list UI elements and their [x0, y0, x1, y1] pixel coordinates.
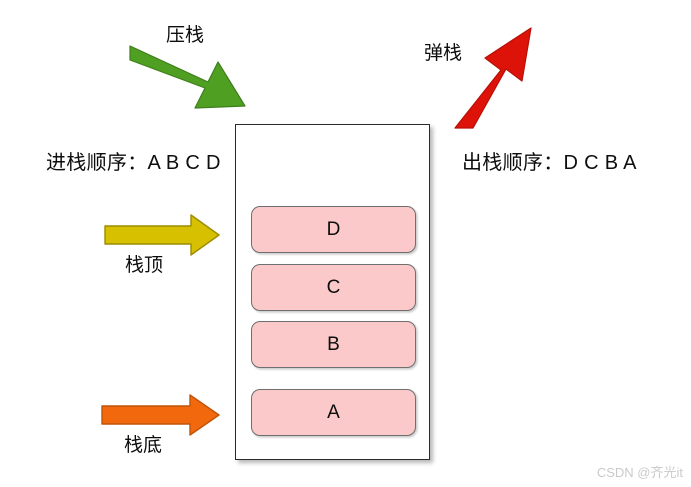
stack-cell-label: A: [327, 402, 340, 423]
pop-arrow-label: 弹栈: [424, 43, 463, 64]
stack-cell: C: [251, 264, 416, 311]
stack-cell-label: B: [327, 334, 340, 355]
stack-top-label: 栈顶: [125, 255, 164, 276]
stack-top-arrow-icon: [104, 214, 220, 256]
pop-arrow-icon: [454, 27, 532, 129]
stack-bottom-label: 栈底: [124, 435, 163, 456]
pop-order-text: 出栈顺序：D C B A: [462, 152, 637, 174]
stack-cell-label: D: [326, 219, 341, 240]
push-arrow-label: 压栈: [166, 25, 205, 46]
csdn-watermark: CSDN @齐光it: [596, 465, 683, 480]
push-arrow-icon: [129, 45, 246, 109]
stack-bottom-arrow-icon: [101, 394, 220, 436]
push-order-text: 进栈顺序：A B C D: [46, 152, 221, 174]
stack-cell: B: [251, 321, 416, 368]
stack-container: D C B A: [235, 124, 430, 460]
stack-cell-label: C: [326, 277, 341, 298]
stack-cell: D: [251, 206, 416, 253]
stack-cell: A: [251, 389, 416, 436]
stack-cell-list: D C B A: [236, 125, 431, 461]
